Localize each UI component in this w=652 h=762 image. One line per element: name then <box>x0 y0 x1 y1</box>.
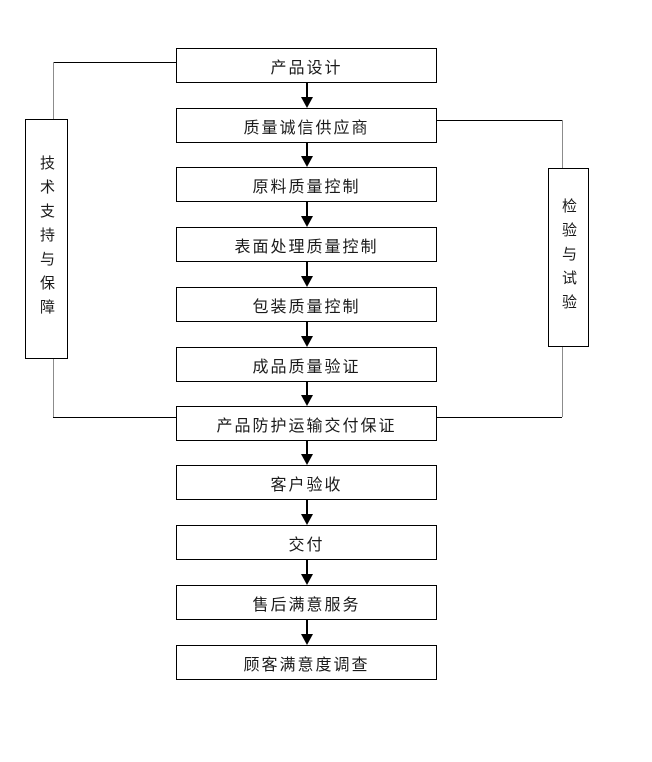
arrow-head <box>301 634 313 645</box>
arrow-stem <box>306 500 308 515</box>
connector-right-top-horizontal <box>437 120 562 121</box>
down-arrow-icon <box>301 382 313 406</box>
flow-step-delivery: 交付 <box>176 525 437 560</box>
down-arrow-icon <box>301 500 313 525</box>
arrow-stem <box>306 262 308 277</box>
down-arrow-icon <box>301 262 313 287</box>
connector-left-bottom-vertical <box>53 359 54 417</box>
flow-step-finished-product-quality-verification: 成品质量验证 <box>176 347 437 382</box>
connector-right-top-vertical <box>562 120 563 168</box>
arrow-head <box>301 514 313 525</box>
flow-step-after-sales-satisfaction-service: 售后满意服务 <box>176 585 437 620</box>
connector-left-top-horizontal <box>53 62 176 63</box>
arrow-head <box>301 574 313 585</box>
arrow-head <box>301 156 313 167</box>
side-box-inspection-and-testing: 检验与试验 <box>548 168 589 347</box>
connector-left-bottom-horizontal <box>53 417 176 418</box>
down-arrow-icon <box>301 620 313 645</box>
flow-step-label: 包装质量控制 <box>252 298 361 316</box>
down-arrow-icon <box>301 202 313 227</box>
flow-step-label: 产品防护运输交付保证 <box>216 417 397 435</box>
arrow-stem <box>306 83 308 98</box>
flow-step-customer-satisfaction-survey: 顾客满意度调查 <box>176 645 437 680</box>
side-box-label: 检验与试验 <box>560 197 576 318</box>
down-arrow-icon <box>301 83 313 108</box>
flow-step-quality-integrity-supplier: 质量诚信供应商 <box>176 108 437 143</box>
arrow-head <box>301 216 313 227</box>
arrow-head <box>301 336 313 347</box>
connector-right-bottom-vertical <box>562 347 563 417</box>
flow-step-label: 质量诚信供应商 <box>243 119 370 137</box>
flow-step-label: 售后满意服务 <box>252 596 361 614</box>
flow-step-surface-treatment-quality-control: 表面处理质量控制 <box>176 227 437 262</box>
flow-step-packaging-quality-control: 包装质量控制 <box>176 287 437 322</box>
flow-step-label: 原料质量控制 <box>252 178 361 196</box>
arrow-stem <box>306 202 308 217</box>
arrow-stem <box>306 620 308 635</box>
flow-step-label: 成品质量验证 <box>252 358 361 376</box>
arrow-stem <box>306 322 308 337</box>
flow-step-label: 交付 <box>288 536 325 554</box>
flow-step-customer-acceptance: 客户验收 <box>176 465 437 500</box>
arrow-stem <box>306 382 308 396</box>
arrow-stem <box>306 441 308 455</box>
connector-right-bottom-horizontal <box>437 417 562 418</box>
down-arrow-icon <box>301 322 313 347</box>
arrow-head <box>301 395 313 406</box>
flow-step-product-design: 产品设计 <box>176 48 437 83</box>
down-arrow-icon <box>301 560 313 585</box>
side-box-technical-support-guarantee: 技术支持与保障 <box>25 119 68 359</box>
flow-step-label: 表面处理质量控制 <box>234 238 379 256</box>
flow-step-raw-material-quality-control: 原料质量控制 <box>176 167 437 202</box>
down-arrow-icon <box>301 441 313 465</box>
arrow-stem <box>306 143 308 157</box>
flow-step-label: 产品设计 <box>270 59 343 77</box>
side-box-label: 技术支持与保障 <box>38 155 54 323</box>
arrow-head <box>301 97 313 108</box>
down-arrow-icon <box>301 143 313 167</box>
arrow-head <box>301 454 313 465</box>
flow-step-label: 客户验收 <box>270 476 343 494</box>
arrow-head <box>301 276 313 287</box>
arrow-stem <box>306 560 308 575</box>
connector-left-top-vertical <box>53 62 54 119</box>
flow-step-label: 顾客满意度调查 <box>243 656 370 674</box>
flow-step-product-protection-transport-delivery-guarantee: 产品防护运输交付保证 <box>176 406 437 441</box>
